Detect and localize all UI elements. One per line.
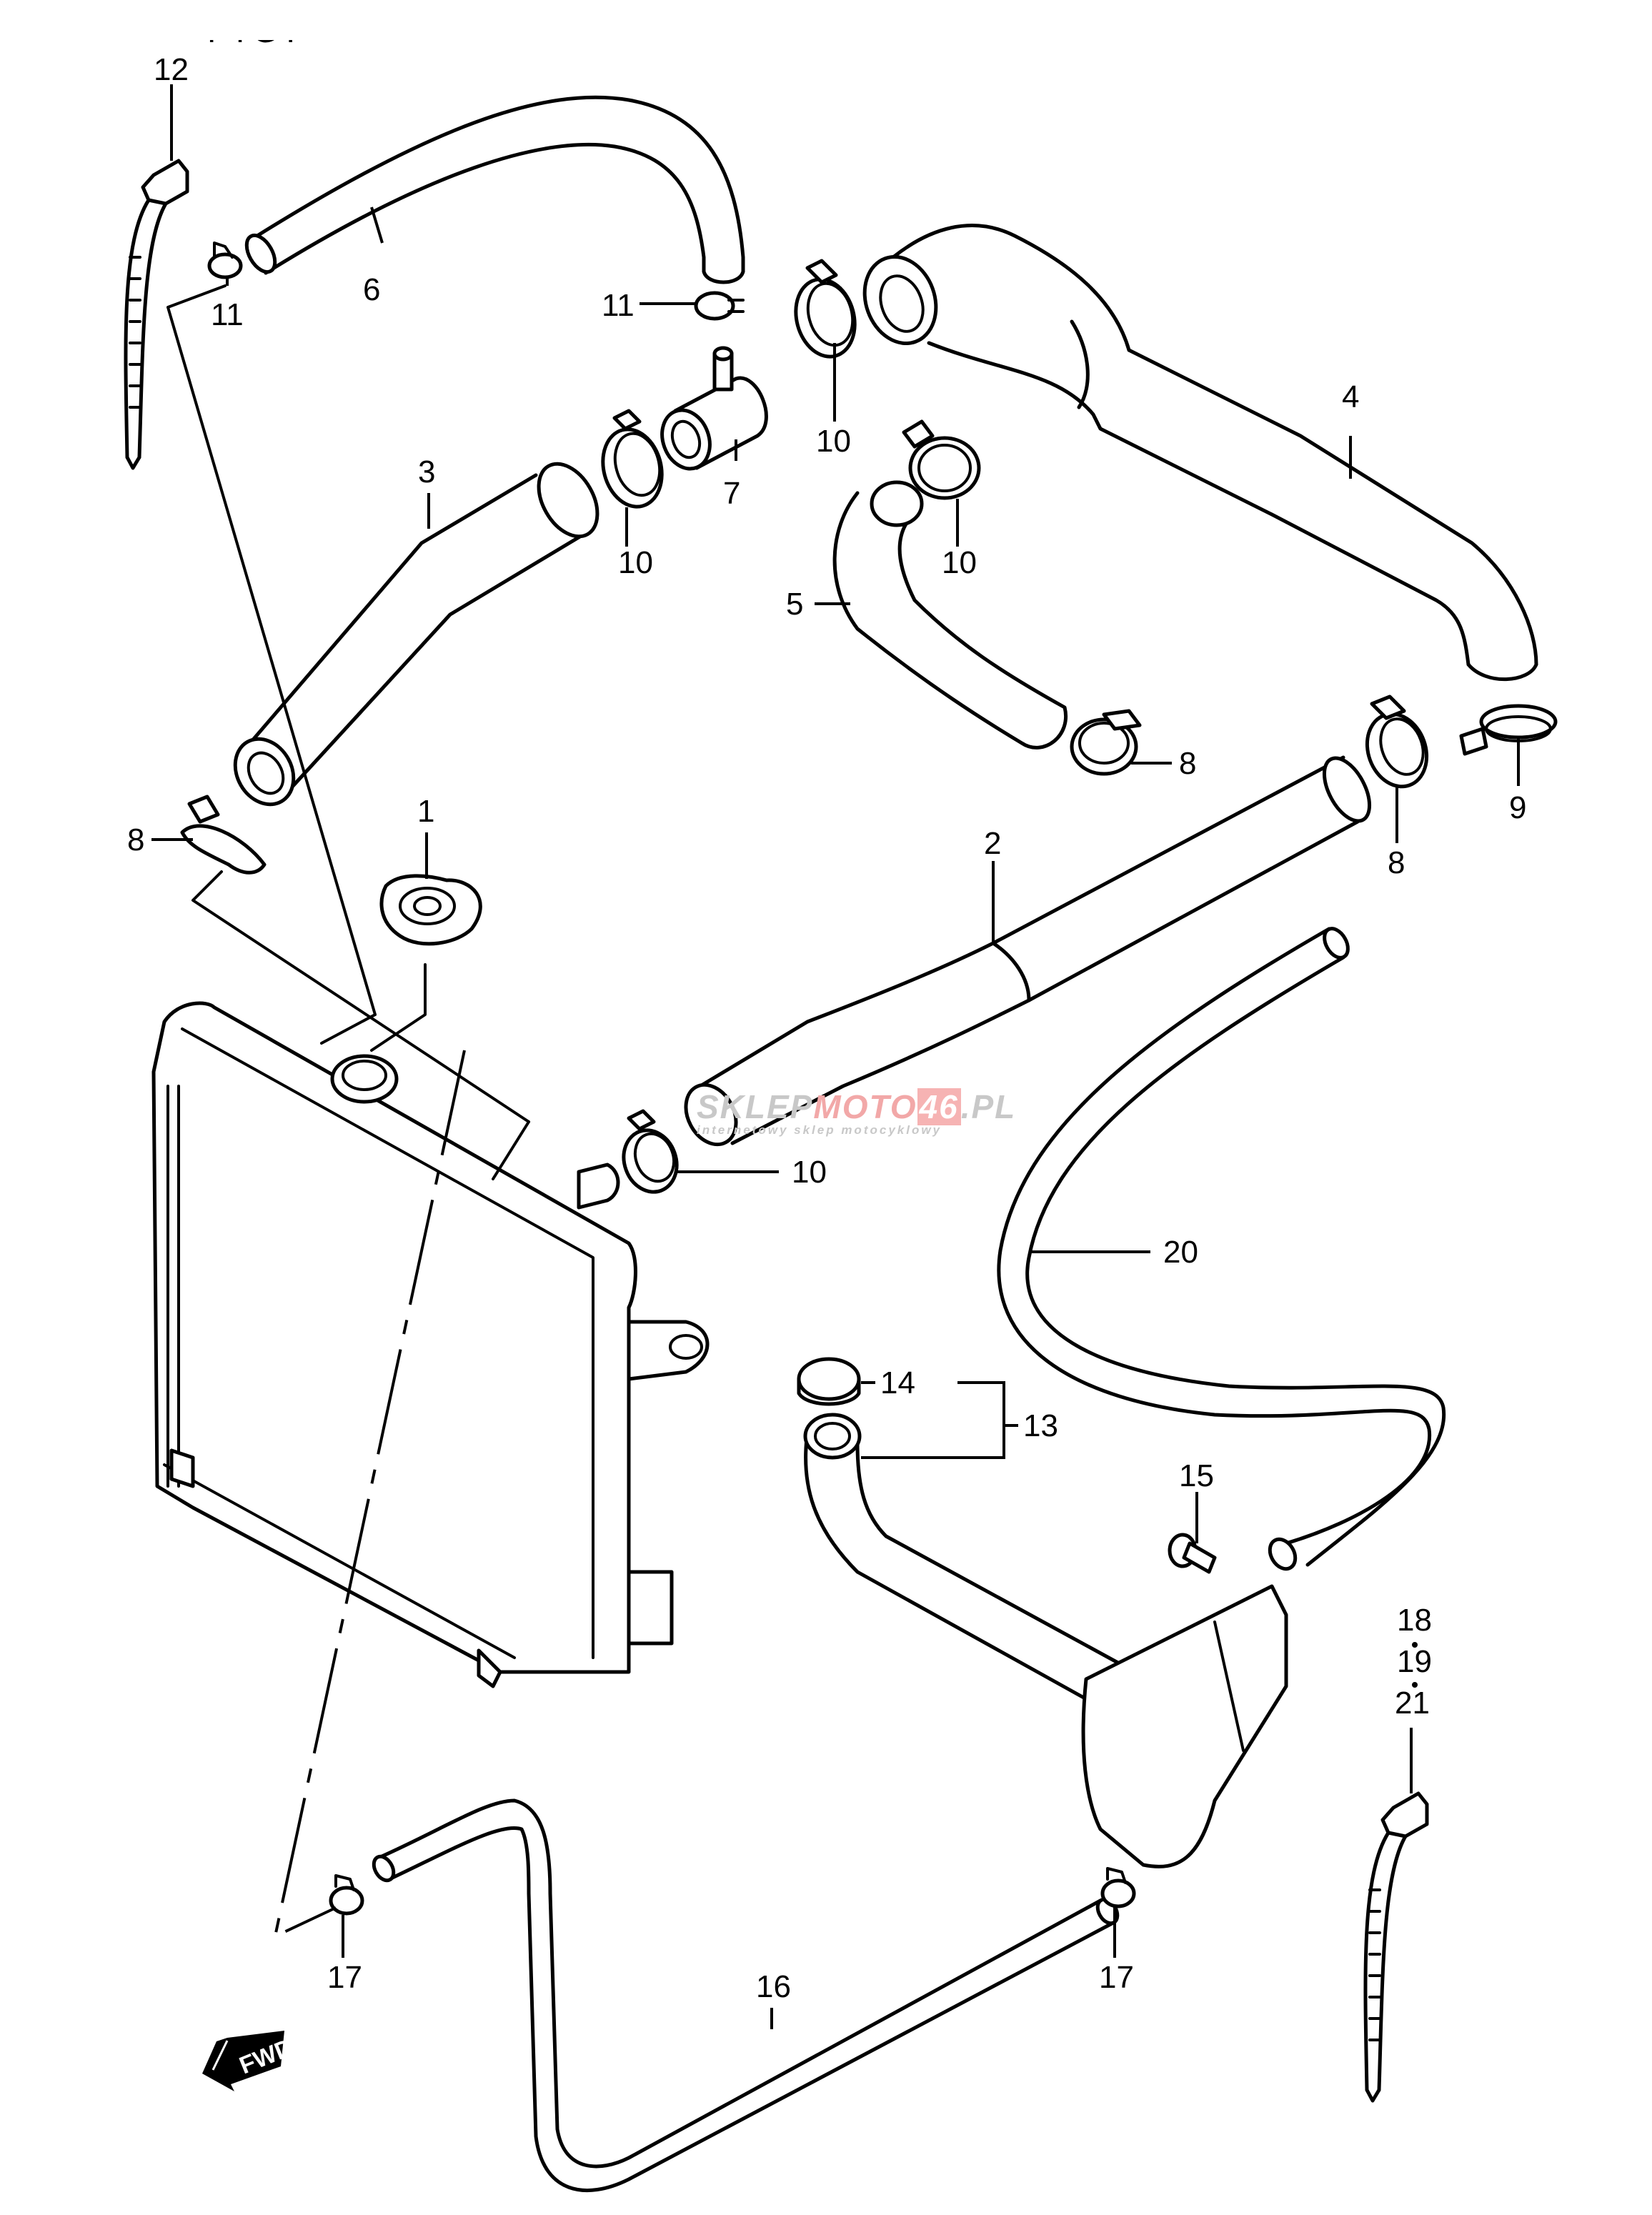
callout-1[interactable]: 1 bbox=[417, 794, 434, 829]
callout-5[interactable]: 5 bbox=[786, 587, 803, 622]
cable-tie-18-19-21[interactable] bbox=[1363, 1791, 1429, 2103]
clamp-17-left[interactable] bbox=[329, 1874, 364, 1916]
callout-9[interactable]: 9 bbox=[1509, 790, 1526, 825]
clamp-17-right[interactable] bbox=[1100, 1867, 1136, 1908]
cable-tie-12[interactable] bbox=[124, 159, 189, 470]
bolt-15[interactable] bbox=[1168, 1533, 1217, 1574]
callout-18[interactable]: 18 bbox=[1397, 1603, 1432, 1638]
assembly-guides bbox=[166, 284, 530, 1939]
callout-11-left[interactable]: 11 bbox=[211, 297, 244, 332]
callout-10-d[interactable]: 10 bbox=[792, 1155, 827, 1190]
hose-5[interactable] bbox=[832, 480, 1068, 750]
leader-lines bbox=[151, 84, 1520, 2029]
callout-8-left[interactable]: 8 bbox=[127, 822, 144, 857]
callout-10-a[interactable]: 10 bbox=[618, 545, 653, 580]
callout-21[interactable]: 21 bbox=[1395, 1686, 1430, 1721]
callout-8-mid[interactable]: 8 bbox=[1179, 746, 1196, 781]
callout-17-right[interactable]: 17 bbox=[1099, 1960, 1134, 1995]
radiator[interactable] bbox=[151, 1001, 710, 1688]
clamp-10-a[interactable] bbox=[594, 409, 670, 513]
clamp-10-c[interactable] bbox=[902, 419, 981, 500]
cap-14[interactable] bbox=[797, 1357, 861, 1406]
callout-13[interactable]: 13 bbox=[1023, 1408, 1058, 1443]
clamp-9[interactable] bbox=[1459, 704, 1558, 756]
callout-3[interactable]: 3 bbox=[418, 454, 435, 489]
callout-6[interactable]: 6 bbox=[363, 272, 380, 307]
callout-11-top[interactable]: 11 bbox=[602, 288, 635, 323]
hose-4[interactable] bbox=[853, 224, 1538, 682]
callout-12[interactable]: 12 bbox=[154, 52, 189, 87]
callout-2[interactable]: 2 bbox=[984, 826, 1001, 861]
callout-4[interactable]: 4 bbox=[1342, 379, 1359, 414]
callout-15[interactable]: 15 bbox=[1179, 1458, 1214, 1493]
hose-2[interactable] bbox=[676, 751, 1379, 1153]
clamp-11-left[interactable] bbox=[207, 242, 243, 279]
callout-10-b[interactable]: 10 bbox=[816, 424, 851, 459]
hose-6[interactable] bbox=[241, 95, 745, 284]
callout-labels: 12 6 11 11 7 10 10 10 4 3 5 8 8 9 8 1 2 … bbox=[127, 52, 1526, 2004]
clamp-10-b[interactable] bbox=[787, 259, 863, 363]
forward-direction-arrow-icon: FWD bbox=[202, 2031, 292, 2091]
clamp-10-d[interactable] bbox=[615, 1109, 685, 1200]
callout-7[interactable]: 7 bbox=[723, 476, 740, 511]
hose-3[interactable] bbox=[224, 454, 609, 815]
callout-20[interactable]: 20 bbox=[1163, 1235, 1198, 1270]
clamp-11-top[interactable] bbox=[694, 291, 745, 321]
hose-20[interactable] bbox=[997, 925, 1446, 1573]
callout-10-c[interactable]: 10 bbox=[942, 545, 977, 580]
figure-title-partial: FIG. bbox=[207, 40, 350, 53]
joint-7[interactable] bbox=[655, 346, 768, 475]
separator-dot bbox=[1412, 1642, 1418, 1648]
reservoir-tank-13[interactable] bbox=[803, 1413, 1288, 1868]
separator-dot bbox=[1412, 1682, 1418, 1688]
callout-14[interactable]: 14 bbox=[880, 1365, 915, 1400]
callout-8-right[interactable]: 8 bbox=[1388, 845, 1405, 880]
radiator-cap-1[interactable] bbox=[379, 874, 482, 946]
callout-17-left[interactable]: 17 bbox=[327, 1960, 362, 1995]
clamp-8-left[interactable] bbox=[180, 795, 267, 875]
callout-19[interactable]: 19 bbox=[1397, 1644, 1432, 1679]
hose-16[interactable] bbox=[370, 1798, 1122, 2193]
clamp-8-right-lower[interactable] bbox=[1070, 709, 1142, 776]
clamp-8-right-upper[interactable] bbox=[1358, 695, 1437, 795]
callout-16[interactable]: 16 bbox=[756, 1969, 791, 2004]
